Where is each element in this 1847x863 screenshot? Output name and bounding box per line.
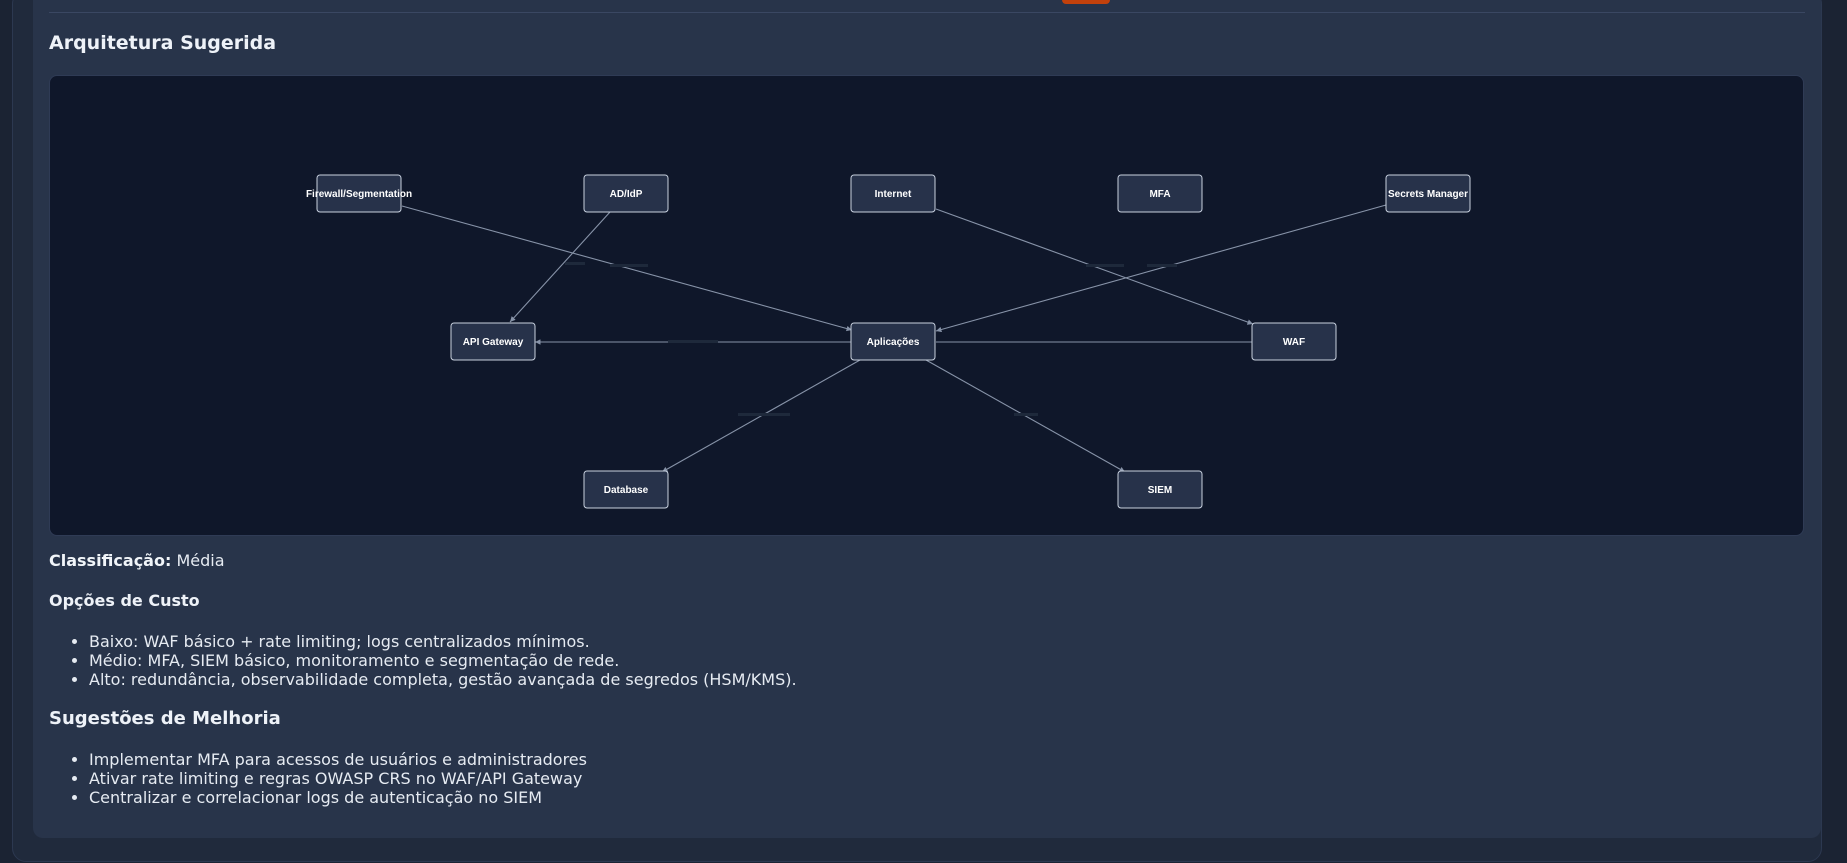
node-firewall[interactable]: Firewall/Segmentation (306, 174, 412, 213)
edge-label (1014, 413, 1038, 416)
diagram-canvas: Firewall/Segmentation AD/IdP Internet MF… (306, 174, 1471, 509)
architecture-title: Arquitetura Sugerida (49, 32, 277, 54)
improvements-list: Implementar MFA para acessos de usuários… (49, 750, 587, 807)
node-aplicacoes[interactable]: Aplicações (850, 322, 936, 361)
cost-options-title: Opções de Custo (49, 591, 200, 610)
status-badge (1062, 0, 1110, 4)
edge-label (668, 340, 718, 343)
edge-firewall-apps (401, 205, 853, 332)
node-apigw-label: API Gateway (463, 337, 524, 348)
node-waf-label: WAF (1283, 337, 1305, 348)
list-item: Ativar rate limiting e regras OWASP CRS … (89, 769, 587, 788)
node-internet-label: Internet (875, 189, 912, 200)
node-mfa-label: MFA (1149, 189, 1170, 200)
node-adidp-label: AD/IdP (610, 189, 643, 200)
node-secrets-label: Secrets Manager (1388, 189, 1468, 200)
edge-label (1086, 264, 1124, 267)
node-adidp[interactable]: AD/IdP (583, 174, 669, 213)
node-firewall-label: Firewall/Segmentation (306, 189, 412, 200)
edge-label (1147, 264, 1177, 267)
node-waf[interactable]: WAF (1251, 322, 1337, 361)
edge-label (610, 264, 648, 267)
cost-options-list: Baixo: WAF básico + rate limiting; logs … (49, 632, 797, 689)
node-secrets-manager[interactable]: Secrets Manager (1385, 174, 1471, 213)
node-siem[interactable]: SIEM (1117, 470, 1203, 509)
edge-label (565, 262, 585, 265)
list-item: Médio: MFA, SIEM básico, monitoramento e… (89, 651, 797, 670)
architecture-diagram: Firewall/Segmentation AD/IdP Internet MF… (49, 75, 1804, 536)
improvements-title: Sugestões de Melhoria (49, 708, 281, 729)
node-api-gateway[interactable]: API Gateway (450, 322, 536, 361)
divider (49, 12, 1805, 13)
node-database[interactable]: Database (583, 470, 669, 509)
edge-adidp-apigw (509, 211, 611, 323)
list-item: Implementar MFA para acessos de usuários… (89, 750, 587, 769)
list-item: Alto: redundância, observabilidade compl… (89, 670, 797, 689)
node-database-label: Database (604, 485, 649, 496)
node-mfa[interactable]: MFA (1117, 174, 1203, 213)
classification: Classificação: Média (49, 551, 225, 570)
classification-label: Classificação: (49, 551, 172, 570)
list-item: Centralizar e correlacionar logs de aute… (89, 788, 587, 807)
node-apps-label: Aplicações (867, 337, 920, 348)
list-item: Baixo: WAF básico + rate limiting; logs … (89, 632, 797, 651)
classification-value: Média (176, 551, 225, 570)
edge-secrets-apps (935, 204, 1387, 333)
node-siem-label: SIEM (1148, 485, 1172, 496)
edge-label (738, 413, 790, 416)
node-internet[interactable]: Internet (850, 174, 936, 213)
